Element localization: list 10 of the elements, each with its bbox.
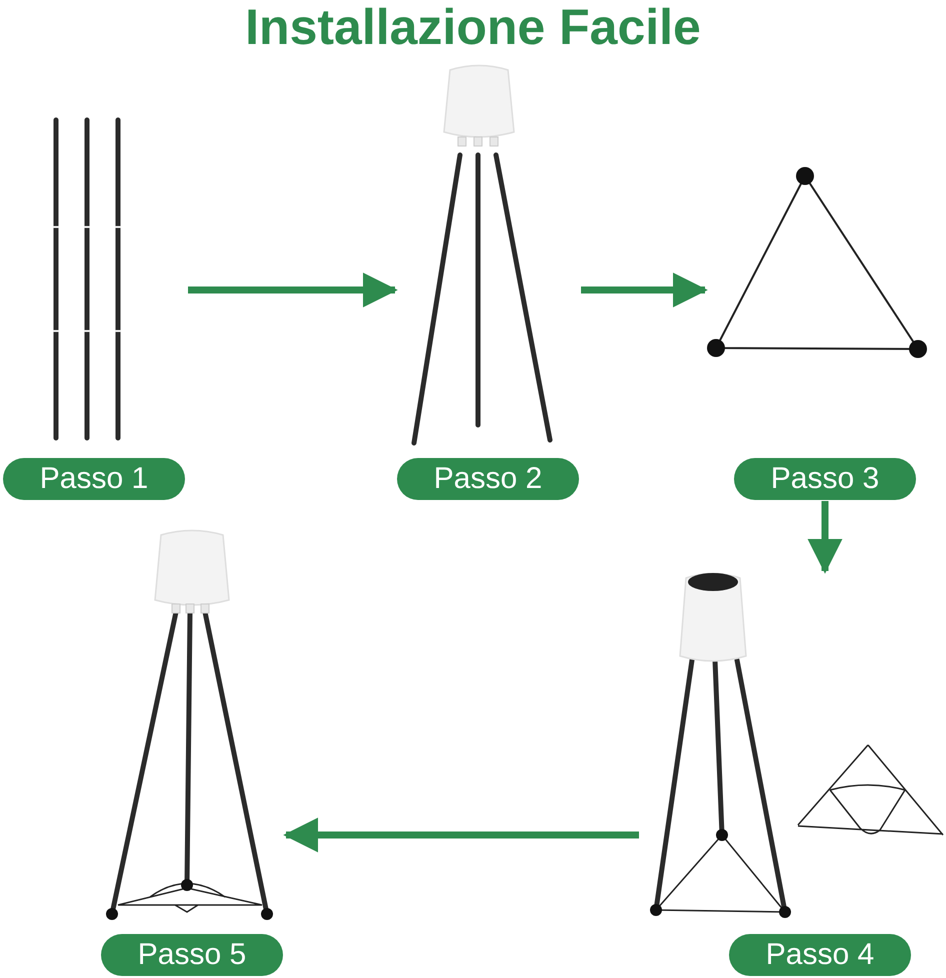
arrow xyxy=(581,272,708,308)
title: Installazione Facile xyxy=(244,0,702,56)
arrow xyxy=(283,818,639,852)
step-label: Passo 3 xyxy=(734,458,916,500)
arrow xyxy=(188,272,398,308)
arrow xyxy=(808,501,842,574)
step-label: Passo 1 xyxy=(3,458,185,500)
step-label: Passo 4 xyxy=(729,934,911,976)
step-label: Passo 5 xyxy=(101,934,283,976)
step-label: Passo 2 xyxy=(397,458,579,500)
